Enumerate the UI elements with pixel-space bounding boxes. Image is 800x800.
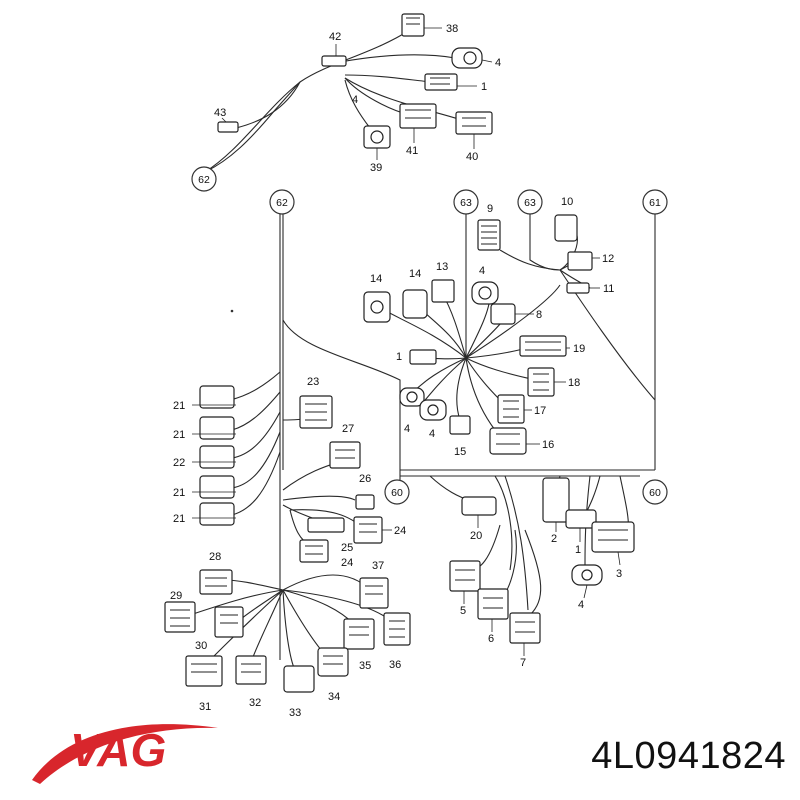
connectors — [164, 13, 635, 693]
callout-label: 32 — [249, 697, 261, 709]
callout-label: 8 — [536, 309, 542, 321]
callout-label: 2 — [551, 533, 557, 545]
ref-63-right: 63 — [524, 197, 536, 209]
callout-label: 25 — [341, 542, 353, 554]
callout-label: 19 — [573, 343, 585, 355]
callout-label: 30 — [195, 640, 207, 652]
callout-label: 24 — [394, 525, 406, 537]
callout-label: 14 — [370, 273, 382, 285]
callout-label: 6 — [488, 633, 494, 645]
callout-label: 36 — [389, 659, 401, 671]
callout-label: 43 — [214, 107, 226, 119]
callout-label: 34 — [328, 691, 340, 703]
callout-lines — [192, 27, 621, 656]
callout-label: 1 — [575, 544, 581, 556]
callout-label: 4 — [479, 265, 485, 277]
vag-logo: VAG — [32, 724, 218, 784]
callout-label: 23 — [307, 376, 319, 388]
callout-label: 37 — [372, 560, 384, 572]
ref-60-left: 60 — [391, 487, 403, 499]
callout-label: 21 — [173, 513, 185, 525]
callout-label: 15 — [454, 446, 466, 458]
callout-label: 31 — [199, 701, 211, 713]
callout-label: 38 — [446, 23, 458, 35]
callout-label: 22 — [173, 457, 185, 469]
callout-label: 1 — [396, 351, 402, 363]
callout-label: 7 — [520, 657, 526, 669]
callout-label: 4 — [429, 428, 435, 440]
logo-swoosh — [32, 724, 218, 784]
callout-label: 39 — [370, 162, 382, 174]
callout-label: 28 — [209, 551, 221, 563]
callout-labels: 42 38 4 1 43 4 39 41 40 9 10 12 11 14 14… — [170, 23, 622, 719]
logo-text: VAG — [70, 724, 166, 776]
callout-label: 3 — [616, 568, 622, 580]
ref-61: 61 — [649, 197, 661, 209]
callout-label: 41 — [406, 145, 418, 157]
callout-label: 4 — [578, 599, 584, 611]
stray-dot — [230, 309, 234, 313]
callout-label: 20 — [470, 530, 482, 542]
ref-62-top: 62 — [198, 174, 210, 186]
callout-label: 18 — [568, 377, 580, 389]
callout-label: 4 — [352, 94, 358, 106]
callout-label: 4 — [495, 57, 501, 69]
ref-60-right: 60 — [649, 487, 661, 499]
ref-63-middle: 63 — [460, 197, 472, 209]
callout-label: 9 — [487, 203, 493, 215]
callout-label: 1 — [481, 81, 487, 93]
part-number: 4L0941824 — [591, 735, 786, 777]
callout-label: 21 — [173, 400, 185, 412]
callout-label: 17 — [534, 405, 546, 417]
callout-label: 13 — [436, 261, 448, 273]
reference-circles: 62 62 63 63 61 60 60 — [191, 166, 668, 505]
callout-label: 21 — [173, 429, 185, 441]
callout-label: 14 — [409, 268, 421, 280]
ref-62-left: 62 — [276, 197, 288, 209]
callout-label: 4 — [404, 423, 410, 435]
callout-label: 40 — [466, 151, 478, 163]
callout-label: 33 — [289, 707, 301, 719]
callout-label: 24 — [341, 557, 353, 569]
callout-label: 26 — [359, 473, 371, 485]
callout-label: 21 — [173, 487, 185, 499]
callout-label: 42 — [329, 31, 341, 43]
callout-label: 12 — [602, 253, 614, 265]
callout-label: 16 — [542, 439, 554, 451]
callout-label: 10 — [561, 196, 573, 208]
callout-label: 27 — [342, 423, 354, 435]
callout-label: 35 — [359, 660, 371, 672]
callout-label: 11 — [603, 283, 614, 295]
callout-label: 29 — [170, 590, 182, 602]
callout-label: 5 — [460, 605, 466, 617]
